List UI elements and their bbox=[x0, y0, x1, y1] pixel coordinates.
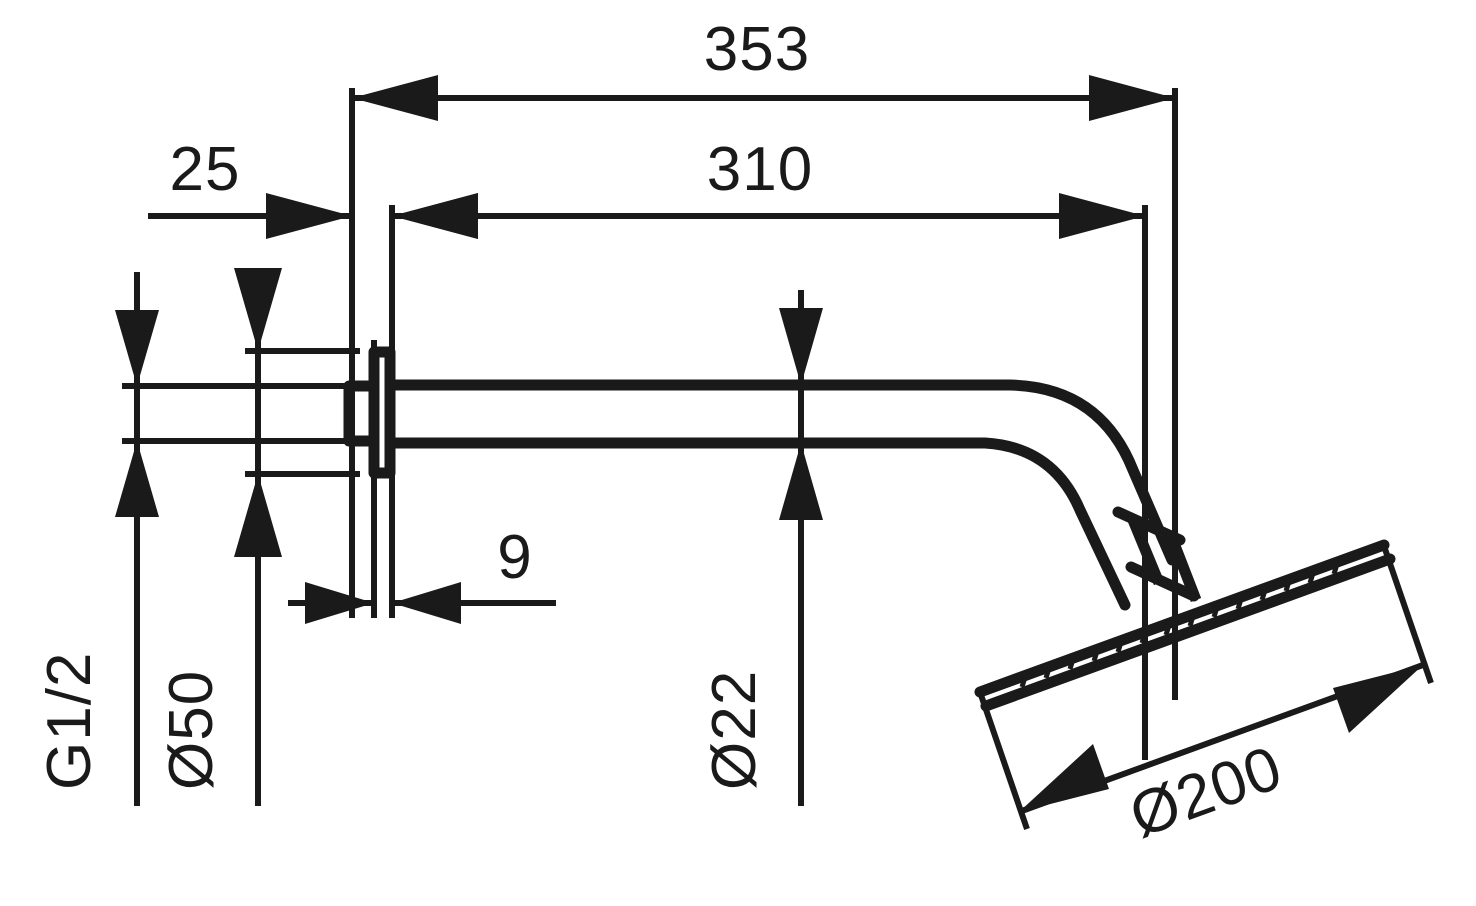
dimension-label-310: 310 bbox=[707, 135, 813, 204]
dimension-label-d22: Ø22 bbox=[700, 670, 769, 790]
dimension-label-25: 25 bbox=[170, 135, 241, 204]
arrowhead-g12-bottom bbox=[115, 441, 159, 517]
extension-line-d200-left bbox=[978, 694, 1030, 830]
arrowhead-d200-left bbox=[1019, 744, 1109, 812]
arrowhead-d200-right bbox=[1333, 665, 1423, 733]
dimension-label-353: 353 bbox=[704, 15, 810, 84]
arrowhead-g12-top bbox=[115, 310, 159, 386]
arrowhead-25-right bbox=[266, 193, 352, 239]
dimension-9: 9 bbox=[288, 523, 556, 624]
dimension-label-9: 9 bbox=[497, 523, 532, 592]
dimension-label-g12: G1/2 bbox=[35, 652, 104, 790]
dimension-353: 353 bbox=[352, 15, 1175, 121]
arrowhead-25-left bbox=[392, 193, 478, 239]
arrowhead-353-right bbox=[1089, 75, 1175, 121]
shower-head bbox=[974, 539, 1396, 712]
arrowhead-9-right bbox=[305, 582, 374, 624]
extension-lines bbox=[122, 88, 1178, 760]
dimension-d22: Ø22 bbox=[700, 290, 823, 806]
arrowhead-d22-bottom bbox=[779, 443, 823, 520]
arrowhead-d22-top bbox=[779, 308, 823, 385]
arrowhead-9-left bbox=[392, 582, 461, 624]
arrowhead-d50-bottom bbox=[234, 474, 282, 557]
arrowhead-353-left bbox=[352, 75, 438, 121]
shower-arm-tube bbox=[384, 379, 1178, 611]
dimension-label-d50: Ø50 bbox=[157, 670, 226, 790]
extension-line-d200-right bbox=[1382, 548, 1434, 684]
dimension-g12: G1/2 bbox=[35, 272, 159, 806]
dimension-25: 25 bbox=[148, 135, 478, 239]
dimension-d50: Ø50 bbox=[157, 268, 282, 806]
arrowhead-310-right bbox=[1059, 193, 1145, 239]
arrowhead-d50-top bbox=[234, 268, 282, 351]
